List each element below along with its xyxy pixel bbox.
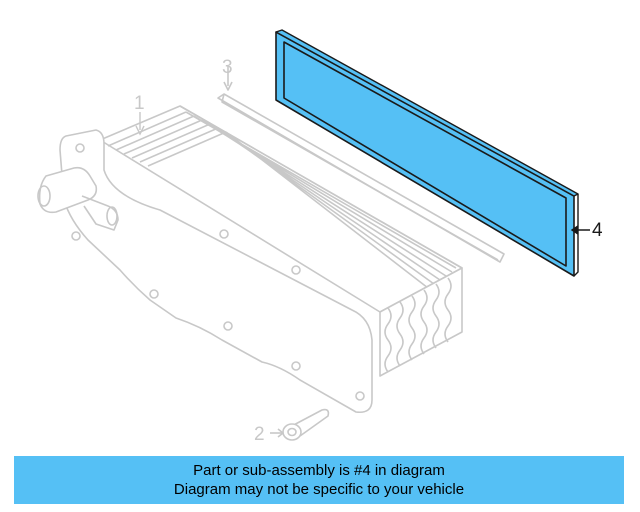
banner-part-line: Part or sub-assembly is #4 in diagram <box>193 462 445 479</box>
callout-4-label: 4 <box>592 220 603 241</box>
oil-cooler-icon <box>37 105 463 414</box>
callout-1-label: 1 <box>134 93 145 114</box>
banner-disclaimer-line: Diagram may not be specific to your vehi… <box>173 481 465 498</box>
callout-3-label: 3 <box>222 57 233 78</box>
gasket-icon <box>275 29 579 277</box>
bolt-icon <box>270 408 330 441</box>
seal-strip-icon <box>217 66 505 263</box>
info-banner: Part or sub-assembly is #4 in diagram Di… <box>14 456 624 504</box>
callout-4-leader <box>570 225 590 235</box>
callout-1-leader <box>135 112 145 136</box>
callout-2-label: 2 <box>254 424 265 445</box>
